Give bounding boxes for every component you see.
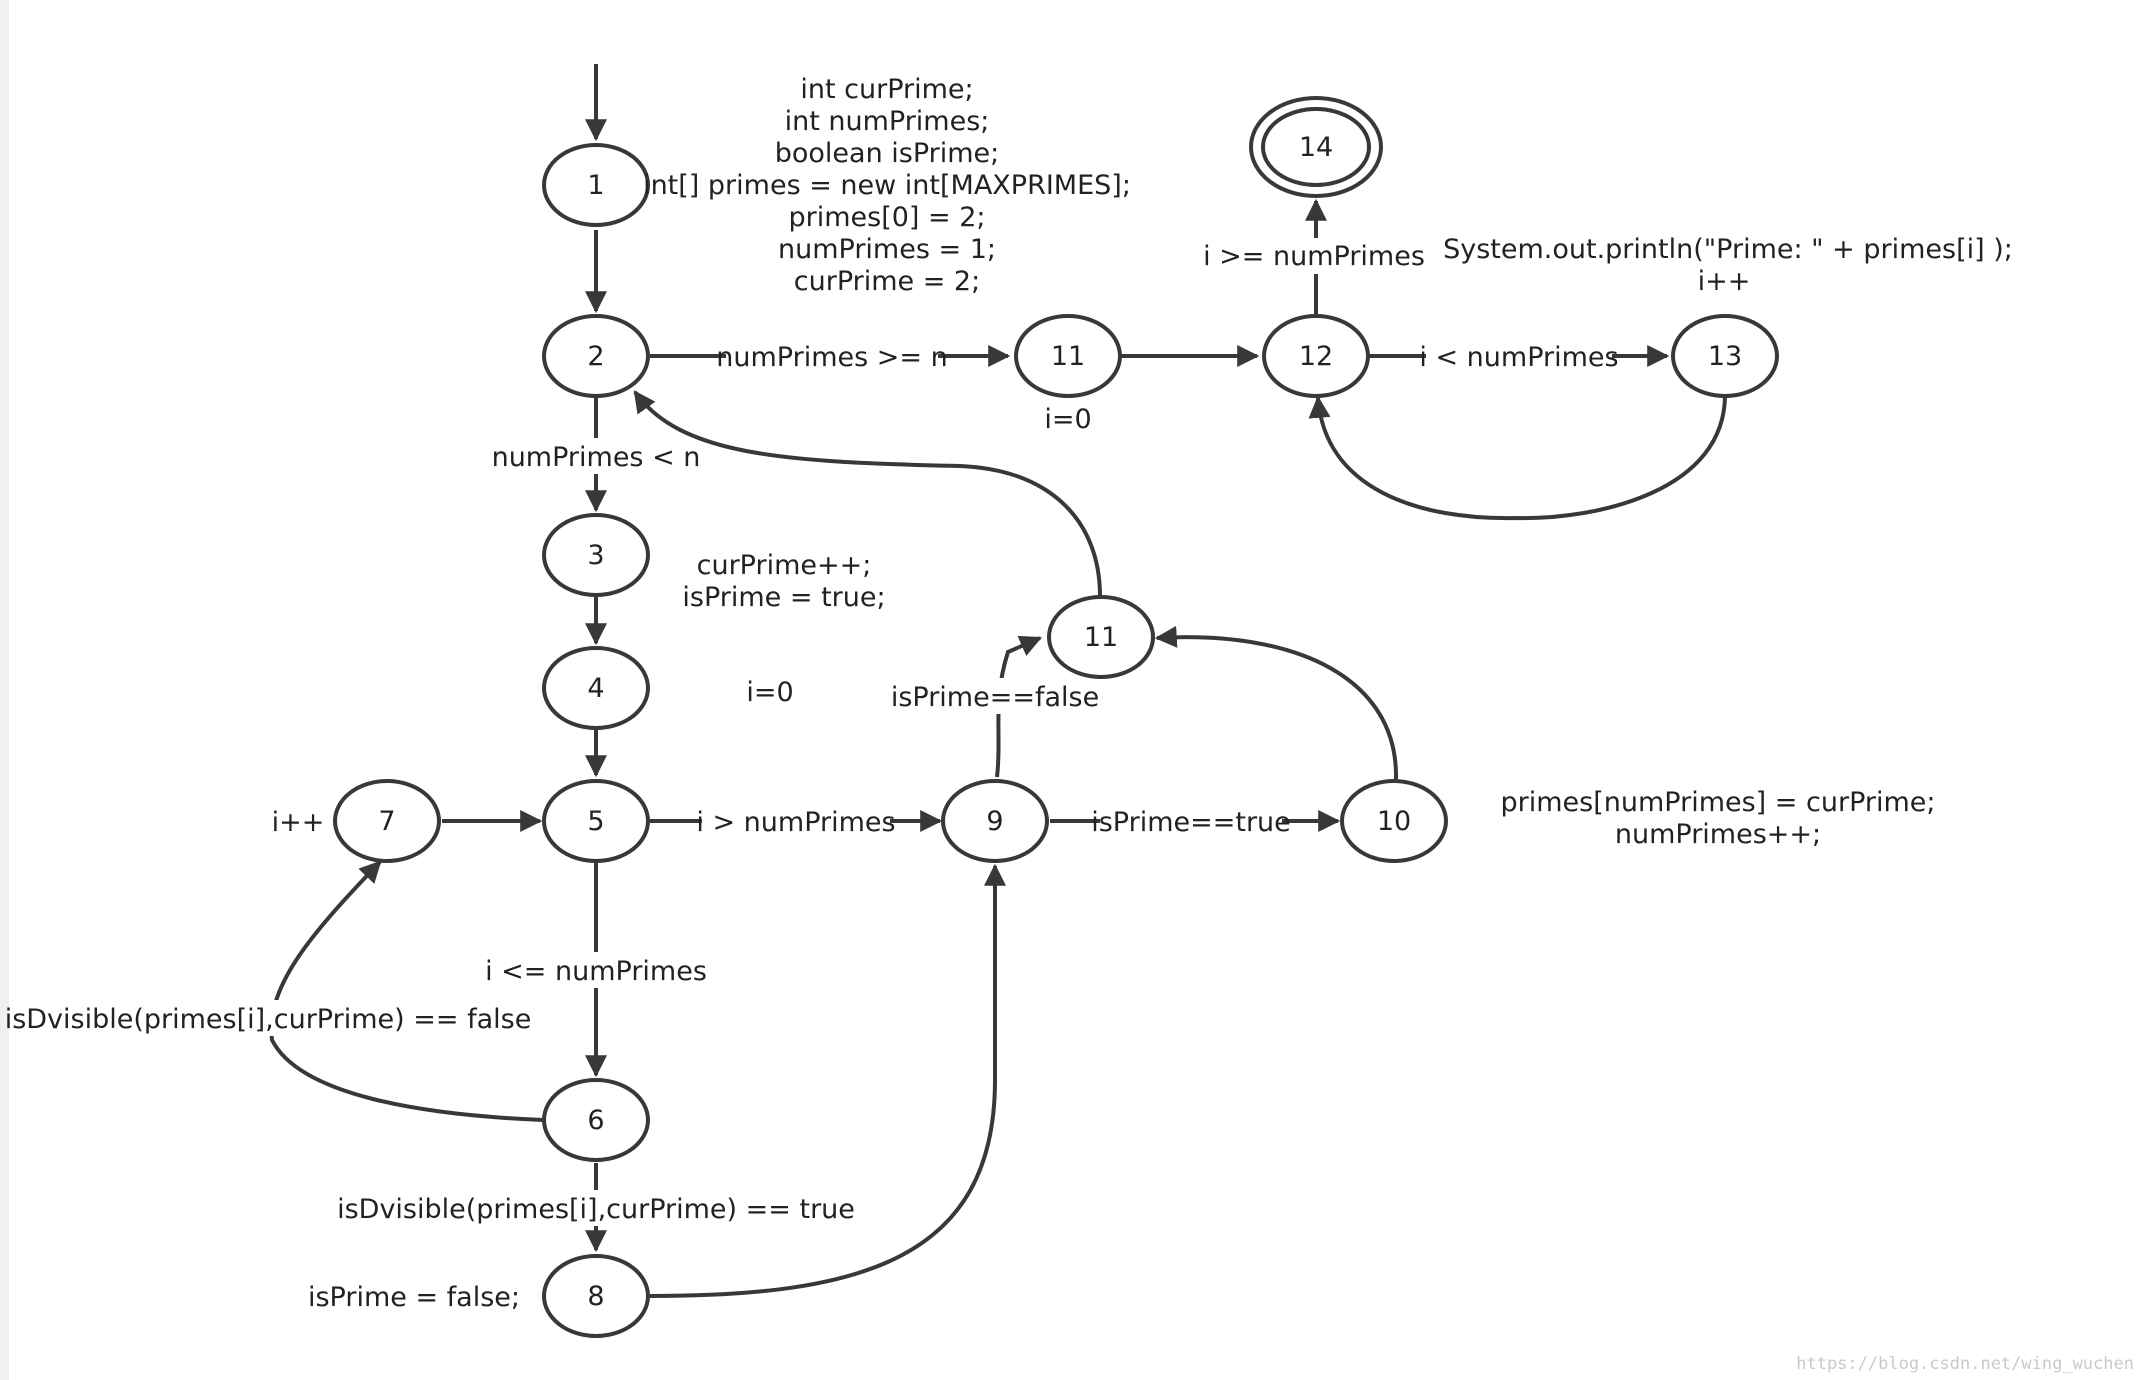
edge-label-6-7: isDvisible(primes[i],curPrime) == false <box>5 1004 532 1035</box>
edge-labels: numPrimes >= n numPrimes < n i < numPrim… <box>5 238 1619 1226</box>
svg-text:numPrimes = 1;: numPrimes = 1; <box>778 234 996 265</box>
node-11-init-note: i=0 <box>1044 404 1091 435</box>
edge-label-2-11: numPrimes >= n <box>716 342 947 373</box>
edge-label-5-9: i > numPrimes <box>696 807 895 838</box>
node-2: 2 <box>542 314 650 398</box>
svg-text:primes[numPrimes] = curPrime;: primes[numPrimes] = curPrime; <box>1501 787 1936 818</box>
node-3-code-note: curPrime++; isPrime = true; <box>682 550 885 613</box>
node-6: 6 <box>542 1078 650 1162</box>
svg-text:int numPrimes;: int numPrimes; <box>785 106 990 137</box>
svg-text:int[] primes = new int[MAXPRIM: int[] primes = new int[MAXPRIMES]; <box>643 170 1131 201</box>
svg-text:5: 5 <box>587 806 604 837</box>
edge-10-11 <box>1154 625 1399 780</box>
node-7: 7 <box>333 779 441 863</box>
node-11-middle: 11 <box>1047 595 1155 679</box>
node-3: 3 <box>542 513 650 597</box>
nodes: 1 2 3 4 5 6 7 8 <box>333 96 1779 1338</box>
svg-text:6: 6 <box>587 1105 604 1136</box>
edge-label-9-10: isPrime==true <box>1091 807 1291 838</box>
svg-text:11: 11 <box>1084 622 1118 653</box>
node-10: 10 <box>1340 779 1448 863</box>
edge-6-7 <box>269 860 544 1122</box>
node-14-final: 14 <box>1249 96 1383 198</box>
node-13: 13 <box>1671 314 1779 398</box>
node-9: 9 <box>941 779 1049 863</box>
node-4: 4 <box>542 646 650 730</box>
edge-8-9 <box>649 863 1006 1298</box>
edge-label-5-6: i <= numPrimes <box>485 956 707 987</box>
svg-text:boolean isPrime;: boolean isPrime; <box>775 138 1000 169</box>
svg-text:9: 9 <box>986 806 1003 837</box>
svg-text:primes[0] = 2;: primes[0] = 2; <box>788 202 985 233</box>
svg-text:System.out.println("Prime: " +: System.out.println("Prime: " + primes[i]… <box>1443 234 2013 265</box>
svg-text:numPrimes++;: numPrimes++; <box>1615 819 1821 850</box>
svg-text:int curPrime;: int curPrime; <box>800 74 973 105</box>
node-5: 5 <box>542 779 650 863</box>
svg-text:2: 2 <box>587 341 604 372</box>
svg-text:curPrime++;: curPrime++; <box>697 550 872 581</box>
edge-label-6-8: isDvisible(primes[i],curPrime) == true <box>337 1194 855 1225</box>
node-1: 1 <box>542 143 650 227</box>
svg-text:8: 8 <box>587 1281 604 1312</box>
node-11-top: 11 <box>1014 314 1122 398</box>
svg-text:curPrime = 2;: curPrime = 2; <box>794 266 980 297</box>
edge-13-12 <box>1308 394 1727 521</box>
svg-text:1: 1 <box>587 170 604 201</box>
svg-text:13: 13 <box>1708 341 1742 372</box>
left-border <box>0 0 9 1380</box>
svg-text:3: 3 <box>587 540 604 571</box>
svg-text:isPrime = true;: isPrime = true; <box>682 582 885 613</box>
svg-text:14: 14 <box>1299 132 1333 163</box>
svg-text:7: 7 <box>378 806 395 837</box>
svg-text:11: 11 <box>1051 341 1085 372</box>
svg-text:i++: i++ <box>1698 266 1751 297</box>
node-8-code-note: isPrime = false; <box>308 1282 520 1313</box>
node-1-code-note: int curPrime; int numPrimes; boolean isP… <box>643 74 1131 297</box>
watermark: https://blog.csdn.net/wing_wuchen <box>1796 1354 2134 1374</box>
node-13-code-note: System.out.println("Prime: " + primes[i]… <box>1443 234 2013 297</box>
node-12: 12 <box>1262 314 1370 398</box>
node-4-code-note: i=0 <box>746 677 793 708</box>
svg-text:12: 12 <box>1299 341 1333 372</box>
node-7-code-note: i++ <box>272 807 325 838</box>
edge-label-9-11: isPrime==false <box>891 682 1099 713</box>
edge-label-12-13: i < numPrimes <box>1419 342 1618 373</box>
edge-label-2-3: numPrimes < n <box>492 442 701 473</box>
svg-text:4: 4 <box>587 673 604 704</box>
node-8: 8 <box>542 1254 650 1338</box>
edge-11-2 <box>633 390 1102 597</box>
node-10-code-note: primes[numPrimes] = curPrime; numPrimes+… <box>1501 787 1936 850</box>
edge-label-12-14: i >= numPrimes <box>1203 241 1425 272</box>
svg-text:10: 10 <box>1377 806 1411 837</box>
